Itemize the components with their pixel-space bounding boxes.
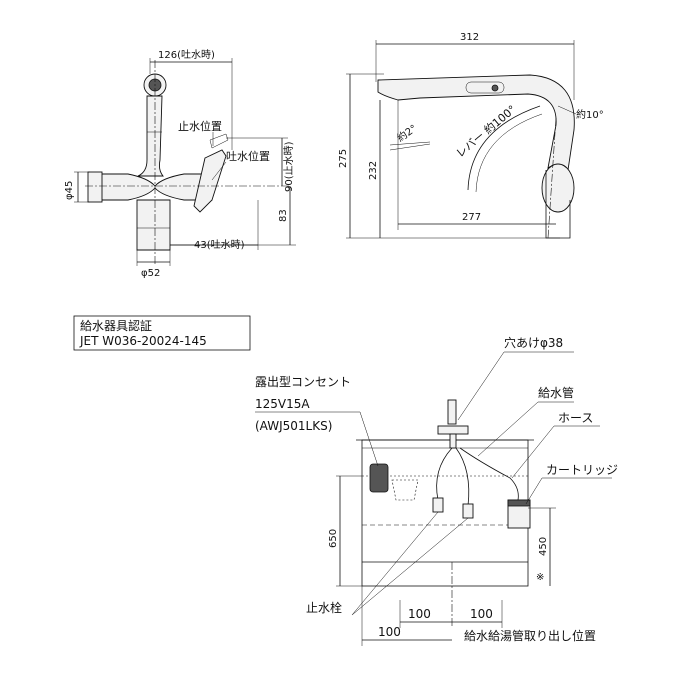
faucet-neck (137, 95, 164, 177)
cert-line-2: JET W036-20024-145 (79, 334, 207, 348)
dim-spout-height: 232 (368, 161, 379, 180)
label-lever: レバー 約100° (453, 102, 519, 160)
front-view: 126(吐水時) 止水位置 吐水位置 90(止水時) 83 φ45 43(吐水時… (64, 49, 296, 279)
lever-arc (467, 105, 541, 191)
dim-total-height: 275 (338, 149, 349, 168)
label-stop-valve: 止水栓 (306, 600, 342, 615)
installation-view: 650 450 ※ 100 100 100 給水給湯管取り出し位置 穴あけφ38… (255, 335, 618, 646)
install-faucet (447, 399, 457, 425)
dim-height-90: 90(止水時) (283, 141, 295, 192)
mark-note: ※ (536, 572, 544, 583)
dim-total-width: 312 (460, 32, 479, 43)
faucet-base (136, 199, 171, 251)
dim-spout-width: 126(吐水時) (158, 49, 215, 61)
outlet (369, 463, 389, 493)
dim-height-83: 83 (278, 209, 289, 222)
side-view: 312 275 232 277 約2° レバー 約100° 約10° (338, 32, 604, 239)
dim-diameter-45: φ45 (64, 181, 75, 200)
left-knob (87, 171, 103, 203)
lever-stop-position (209, 133, 229, 149)
label-stop-position: 止水位置 (178, 119, 222, 133)
label-angle-10: 約10° (576, 108, 604, 121)
spout-arm (377, 74, 575, 171)
dim-100-bottom: 100 (378, 625, 401, 639)
hose-right (455, 447, 470, 507)
dim-100-left: 100 (408, 607, 431, 621)
lever (193, 149, 227, 213)
sink-cabinet (361, 439, 529, 587)
stop-valve-left (432, 497, 444, 513)
label-pipe-position: 給水給湯管取り出し位置 (464, 628, 596, 643)
dim-offset-43: 43(吐水時) (194, 239, 245, 251)
label-flow-position: 吐水位置 (226, 149, 270, 163)
side-body (541, 163, 575, 213)
certification-box: 給水器具認証 JET W036-20024-145 (73, 315, 251, 351)
cert-line-1: 給水器具認証 (80, 318, 152, 333)
label-outlet-line1: 露出型コンセント (255, 375, 351, 389)
label-hose: ホース (558, 411, 593, 425)
dim-650: 650 (328, 529, 339, 548)
supply-hose (459, 447, 519, 501)
label-outlet-line3: (AWJ501LKS) (255, 419, 332, 433)
spout-button (465, 81, 505, 94)
label-cartridge: カートリッジ (546, 463, 618, 477)
dim-100-right: 100 (470, 607, 493, 621)
stop-valve-right (462, 503, 474, 519)
dim-reach: 277 (462, 212, 481, 223)
dim-diameter-52: φ52 (141, 268, 160, 279)
label-hole: 穴あけφ38 (504, 335, 563, 350)
label-outlet-line2: 125V15A (255, 397, 310, 411)
label-supply-pipe: 給水管 (538, 385, 574, 400)
faucet-body (99, 173, 213, 201)
dim-450: 450 (538, 537, 549, 556)
hose-left (436, 447, 453, 501)
